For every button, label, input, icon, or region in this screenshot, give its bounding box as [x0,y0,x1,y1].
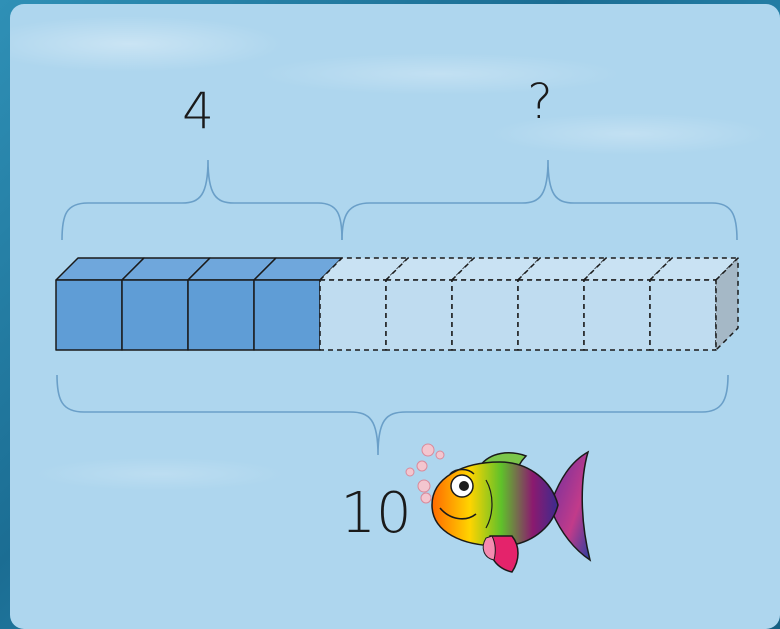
cube-unknown-front [452,280,518,350]
cube-known-front [122,280,188,350]
rainbow-fish-icon [432,452,590,572]
known-part-label: 4 [182,82,214,140]
total-label: 10 [340,481,411,546]
brace-known [62,160,342,240]
cube-unknown-front [584,280,650,350]
cube-unknown-front [320,280,386,350]
brace-total [57,375,728,455]
cube-row [56,258,738,350]
cube-unknown-front [650,280,716,350]
cube-unknown-front [386,280,452,350]
cube-known-front [56,280,122,350]
cube-known-front [188,280,254,350]
brace-unknown [342,160,737,240]
cube-known-front [254,280,320,350]
cube-unknown-front [518,280,584,350]
unknown-part-label: ? [527,74,552,130]
